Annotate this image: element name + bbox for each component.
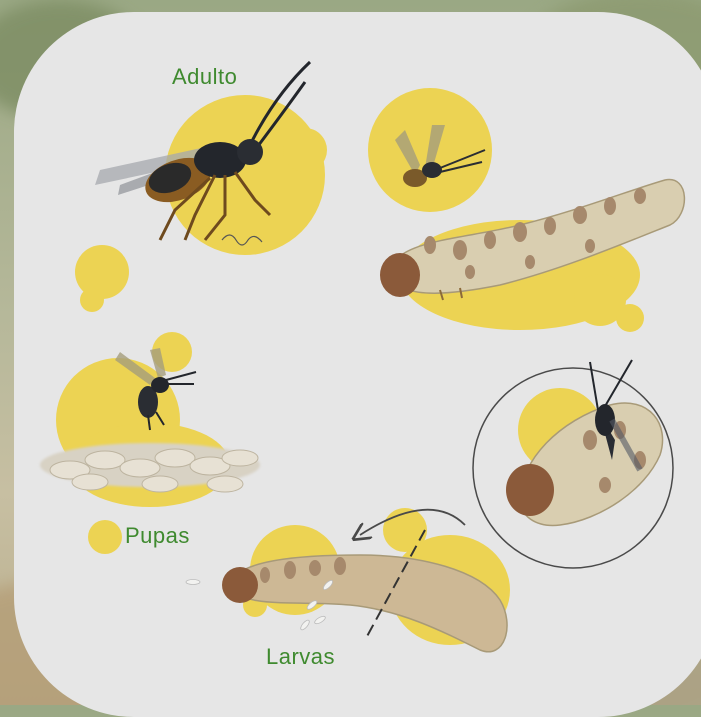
- inset-circle: [473, 360, 673, 568]
- stage-label-larvae: Larvas: [266, 644, 335, 670]
- pupae-cocoons-illustration: [40, 443, 260, 492]
- stage-label-adult: Adulto: [172, 64, 237, 90]
- stage-label-pupae: Pupas: [125, 523, 190, 549]
